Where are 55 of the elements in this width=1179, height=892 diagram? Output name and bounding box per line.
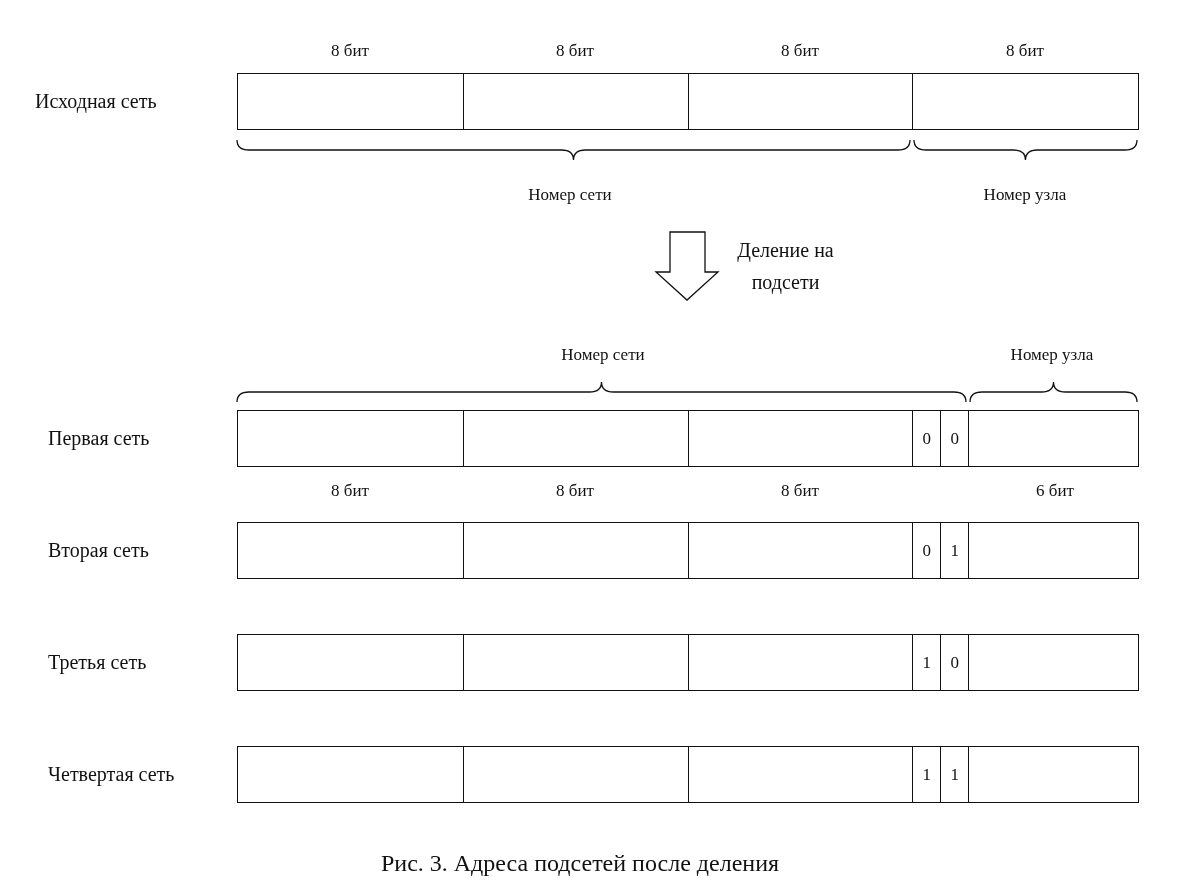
address-field <box>688 746 914 803</box>
bit-cell <box>912 410 942 467</box>
address-field <box>237 410 465 467</box>
address-field <box>968 410 1139 467</box>
bit-count: 8 бит <box>556 480 594 502</box>
field-label: Номер узла <box>983 184 1067 206</box>
bit-value: 0 <box>922 540 931 561</box>
row-label: Вторая сеть <box>48 537 149 563</box>
address-field <box>688 522 914 579</box>
row-label: Исходная сеть <box>35 88 157 114</box>
address-field <box>237 634 465 691</box>
bit-cell <box>940 634 970 691</box>
address-field <box>237 746 465 803</box>
address-field <box>688 634 914 691</box>
bit-count: 8 бит <box>556 40 594 62</box>
address-field <box>463 73 690 130</box>
bit-value: 0 <box>950 652 959 673</box>
address-field <box>688 73 914 130</box>
bit-count: 8 бит <box>781 480 819 502</box>
address-field <box>463 410 690 467</box>
field-label: Номер узла <box>1010 344 1094 366</box>
bit-count: 8 бит <box>331 480 369 502</box>
bit-cell <box>940 746 970 803</box>
address-field <box>688 410 914 467</box>
bit-cell <box>940 522 970 579</box>
row-label: Четвертая сеть <box>48 761 175 787</box>
bit-count: 8 бит <box>331 40 369 62</box>
address-field <box>912 73 1139 130</box>
bit-cell <box>912 746 942 803</box>
address-field <box>968 634 1139 691</box>
bit-count: 8 бит <box>781 40 819 62</box>
figure-caption: Рис. 3. Адреса подсетей после деления <box>380 850 780 877</box>
bit-count: 6 бит <box>1036 480 1074 502</box>
step-label: Деление на подсети <box>736 238 835 296</box>
bit-cell <box>940 410 970 467</box>
bit-value: 1 <box>950 540 959 561</box>
bit-value: 1 <box>922 764 931 785</box>
address-field <box>237 73 465 130</box>
bit-value: 1 <box>922 652 931 673</box>
bit-value: 0 <box>950 428 959 449</box>
address-field <box>968 522 1139 579</box>
bit-cell <box>912 522 942 579</box>
field-label: Номер сети <box>528 184 612 206</box>
row-label: Третья сеть <box>48 649 147 675</box>
bit-cell <box>912 634 942 691</box>
address-field <box>237 522 465 579</box>
address-field <box>463 522 690 579</box>
field-label: Номер сети <box>561 344 645 366</box>
bit-value: 0 <box>922 428 931 449</box>
row-label: Первая сеть <box>48 425 150 451</box>
address-field <box>463 634 690 691</box>
bit-value: 1 <box>950 764 959 785</box>
bit-count: 8 бит <box>1006 40 1044 62</box>
address-field <box>968 746 1139 803</box>
address-field <box>463 746 690 803</box>
